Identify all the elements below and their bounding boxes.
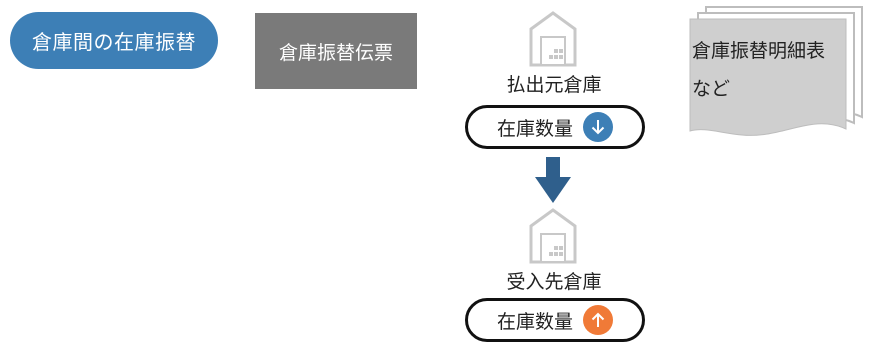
title-pill-label: 倉庫間の在庫振替 [32,30,196,54]
warehouse-icon [529,208,577,264]
source-stock-label: 在庫数量 [496,117,573,140]
decrease-arrow-icon [583,112,613,142]
details-document-text: 倉庫振替明細表 など [692,32,858,108]
details-document-line2: など [692,78,731,100]
warehouse-icon [529,11,577,67]
details-document-line1: 倉庫振替明細表 [692,40,826,62]
destination-stock-pill: 在庫数量 [465,298,645,342]
destination-warehouse-label: 受入先倉庫 [506,271,602,293]
transfer-slip-label: 倉庫振替伝票 [278,41,393,64]
flow-down-arrow-icon [535,157,571,203]
destination-stock-label: 在庫数量 [496,310,573,333]
title-pill: 倉庫間の在庫振替 [10,12,218,69]
source-warehouse-label: 払出元倉庫 [506,74,602,96]
document-stack-icon [689,6,863,136]
source-stock-pill: 在庫数量 [465,105,645,149]
transfer-slip-box: 倉庫振替伝票 [255,13,417,89]
increase-arrow-icon [583,305,613,335]
